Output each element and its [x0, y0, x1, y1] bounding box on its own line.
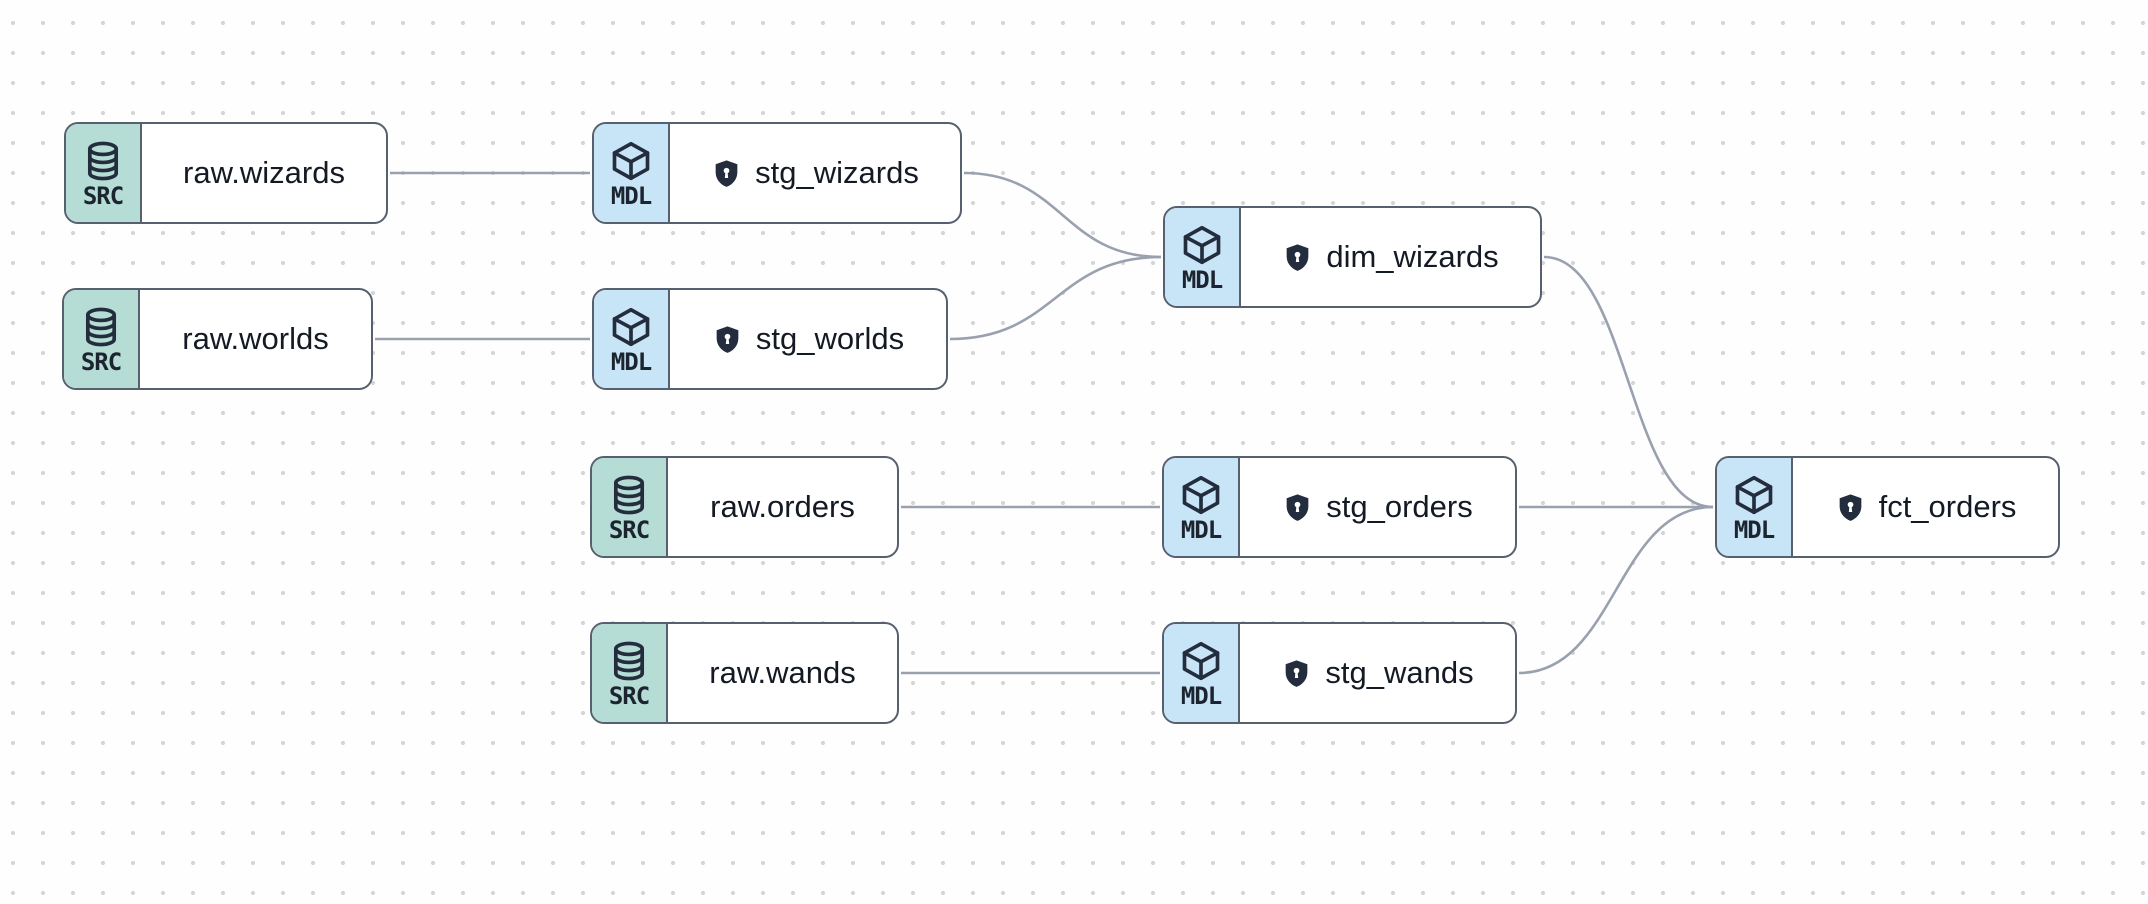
node-dim_wizards[interactable]: MDL dim_wizards — [1163, 206, 1542, 308]
node-type-label: SRC — [82, 181, 124, 210]
node-type-badge: MDL — [594, 290, 670, 388]
node-type-label: SRC — [608, 515, 650, 544]
node-body: fct_orders — [1793, 458, 2058, 556]
node-fct_orders[interactable]: MDL fct_orders — [1715, 456, 2060, 558]
node-type-badge: MDL — [1164, 458, 1240, 556]
node-type-label: MDL — [1733, 515, 1775, 544]
node-type-label: MDL — [1180, 515, 1222, 544]
node-type-label: SRC — [80, 347, 122, 376]
cube-icon — [1179, 473, 1223, 517]
cube-icon — [1179, 639, 1223, 683]
node-body: raw.worlds — [140, 290, 371, 388]
node-title: raw.wizards — [183, 155, 345, 190]
node-type-badge: SRC — [66, 124, 142, 222]
shield-icon — [712, 324, 743, 355]
node-stg_worlds[interactable]: MDL stg_worlds — [592, 288, 948, 390]
shield-icon — [1282, 242, 1313, 273]
node-type-badge: SRC — [592, 458, 668, 556]
edge-stg_worlds-dim_wizards — [949, 255, 1162, 341]
shield-icon — [711, 158, 742, 189]
node-type-label: SRC — [608, 681, 650, 710]
node-title: stg_wizards — [755, 155, 919, 190]
edge-dim_wizards-fct_orders — [1543, 255, 1714, 509]
node-type-label: MDL — [1181, 265, 1223, 294]
node-type-label: MDL — [610, 347, 652, 376]
database-icon — [81, 139, 125, 183]
database-icon — [79, 305, 123, 349]
node-title: raw.worlds — [182, 321, 329, 356]
node-type-label: MDL — [1180, 681, 1222, 710]
node-type-badge: MDL — [594, 124, 670, 222]
node-title: raw.wands — [709, 655, 856, 690]
node-stg_wizards[interactable]: MDL stg_wizards — [592, 122, 962, 224]
node-raw_wizards[interactable]: SRC raw.wizards — [64, 122, 388, 224]
shield-icon — [1281, 658, 1312, 689]
node-title: raw.orders — [710, 489, 855, 524]
node-title: stg_worlds — [755, 321, 905, 356]
node-type-badge: MDL — [1717, 458, 1793, 556]
node-body: stg_wizards — [670, 124, 960, 222]
node-title: stg_wands — [1325, 655, 1474, 690]
cube-icon — [609, 139, 653, 183]
shield-icon — [1282, 492, 1313, 523]
edge-stg_wands-fct_orders — [1518, 505, 1714, 675]
shield-icon — [1835, 492, 1866, 523]
node-raw_orders[interactable]: SRC raw.orders — [590, 456, 899, 558]
node-type-badge: MDL — [1165, 208, 1241, 306]
database-icon — [607, 639, 651, 683]
cube-icon — [1180, 223, 1224, 267]
cube-icon — [609, 305, 653, 349]
edge-stg_wizards-dim_wizards — [963, 171, 1162, 259]
cube-icon — [1732, 473, 1776, 517]
node-type-label: MDL — [610, 181, 652, 210]
node-title: dim_wizards — [1326, 239, 1499, 274]
node-type-badge: MDL — [1164, 624, 1240, 722]
node-body: raw.wands — [668, 624, 897, 722]
node-body: raw.wizards — [142, 124, 386, 222]
node-type-badge: SRC — [64, 290, 140, 388]
node-title: stg_orders — [1326, 489, 1473, 524]
node-raw_worlds[interactable]: SRC raw.worlds — [62, 288, 373, 390]
node-body: stg_worlds — [670, 290, 946, 388]
node-stg_wands[interactable]: MDL stg_wands — [1162, 622, 1517, 724]
node-stg_orders[interactable]: MDL stg_orders — [1162, 456, 1517, 558]
node-body: stg_orders — [1240, 458, 1515, 556]
node-type-badge: SRC — [592, 624, 668, 722]
node-title: fct_orders — [1878, 489, 2017, 524]
node-body: raw.orders — [668, 458, 897, 556]
database-icon — [607, 473, 651, 517]
node-body: dim_wizards — [1241, 208, 1540, 306]
node-body: stg_wands — [1240, 624, 1515, 722]
node-raw_wands[interactable]: SRC raw.wands — [590, 622, 899, 724]
